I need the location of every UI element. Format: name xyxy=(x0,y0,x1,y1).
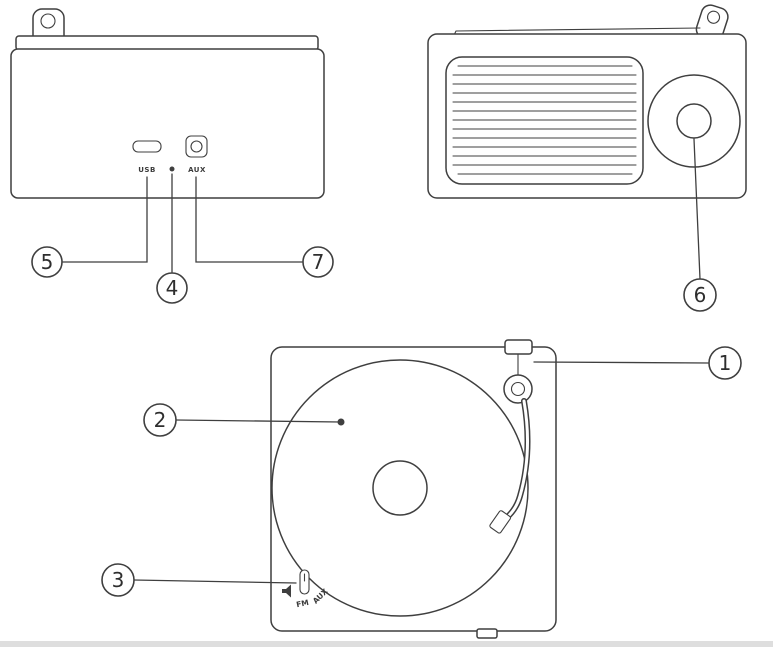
tonearm-assembly xyxy=(489,339,533,534)
callout-2-circle xyxy=(143,403,177,437)
callout-2-leader xyxy=(175,419,341,423)
callout-1-leader xyxy=(533,361,709,364)
callout-1-circle xyxy=(708,346,742,380)
back-cabinet xyxy=(10,48,325,199)
callout-5: 5 xyxy=(31,246,63,278)
callout-7: 7 xyxy=(302,246,334,278)
usb-port-icon xyxy=(132,140,162,153)
tonearm-rest xyxy=(504,339,533,355)
speaker-icon xyxy=(282,584,291,598)
volume-knob-center xyxy=(676,103,712,139)
callout-4: 4 xyxy=(156,272,188,304)
callout-4-number: 4 xyxy=(166,276,179,300)
callout-5-number: 5 xyxy=(41,250,54,274)
tonearm-headshell xyxy=(489,510,511,534)
tonearm-tube-highlight xyxy=(499,399,529,524)
hinge-knob xyxy=(695,4,729,42)
callout-7-circle xyxy=(302,246,334,278)
usb-port-label: USB xyxy=(138,166,156,174)
back-view: USB AUX 5 4 7 xyxy=(10,8,334,304)
volume-knob xyxy=(647,74,741,168)
callout-1-number: 1 xyxy=(719,351,732,375)
connector-panel: USB AUX xyxy=(132,135,208,174)
front-view: 6 xyxy=(427,4,747,312)
hinge-knob-cap xyxy=(706,10,721,24)
deck-foot xyxy=(476,628,498,639)
platter-center-ring xyxy=(372,460,428,516)
speaker-grille xyxy=(445,56,644,185)
mode-switch-toggle xyxy=(299,569,310,595)
turntable-platter xyxy=(271,359,529,617)
callout-6-leader xyxy=(693,138,701,280)
callout-7-number: 7 xyxy=(312,250,325,274)
callout-5-leader xyxy=(62,176,148,263)
callout-6-number: 6 xyxy=(694,283,707,307)
switch-fm-label: FM xyxy=(295,598,309,609)
callout-6: 6 xyxy=(683,278,717,312)
callout-3-number: 3 xyxy=(112,568,125,592)
aux-port-label: AUX xyxy=(188,166,206,174)
callout-1: 1 xyxy=(708,346,742,380)
tonearm-pivot-center xyxy=(510,381,526,397)
page-bottom-strip xyxy=(0,641,773,647)
callout-6-circle xyxy=(683,278,717,312)
callout-2-number: 2 xyxy=(154,408,167,432)
callout-7-leader xyxy=(195,176,303,263)
indicator-dot-icon xyxy=(169,166,175,172)
callout-5-circle xyxy=(31,246,63,278)
callout-2: 2 xyxy=(143,403,177,437)
back-lid-edge xyxy=(15,35,319,51)
grille-frame xyxy=(445,56,644,185)
aux-jack-icon xyxy=(185,135,208,158)
callout-4-circle xyxy=(156,272,188,304)
callout-2-dot xyxy=(337,418,345,426)
callout-3-circle xyxy=(101,563,135,597)
winder-knob-cap xyxy=(40,13,56,29)
callout-3: 3 xyxy=(101,563,135,597)
top-view: FM AUX 1 2 3 xyxy=(101,339,742,639)
tonearm-pivot xyxy=(503,374,533,404)
aux-jack-hole xyxy=(190,140,203,153)
callout-3-leader xyxy=(133,579,297,584)
